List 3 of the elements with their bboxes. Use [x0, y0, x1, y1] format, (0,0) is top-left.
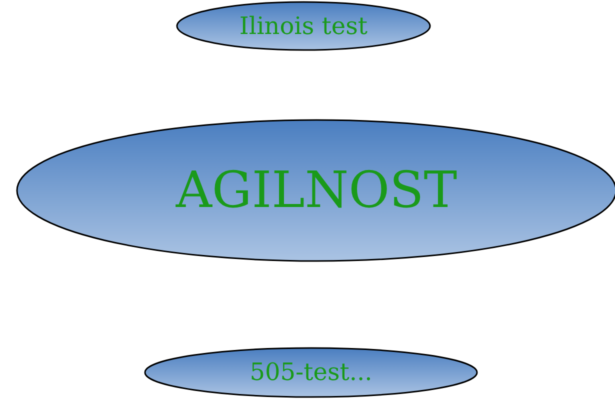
- node-label: AGILNOST: [176, 163, 458, 218]
- node-label: 505-test...: [250, 359, 372, 386]
- node-label: Ilinois test: [239, 12, 368, 40]
